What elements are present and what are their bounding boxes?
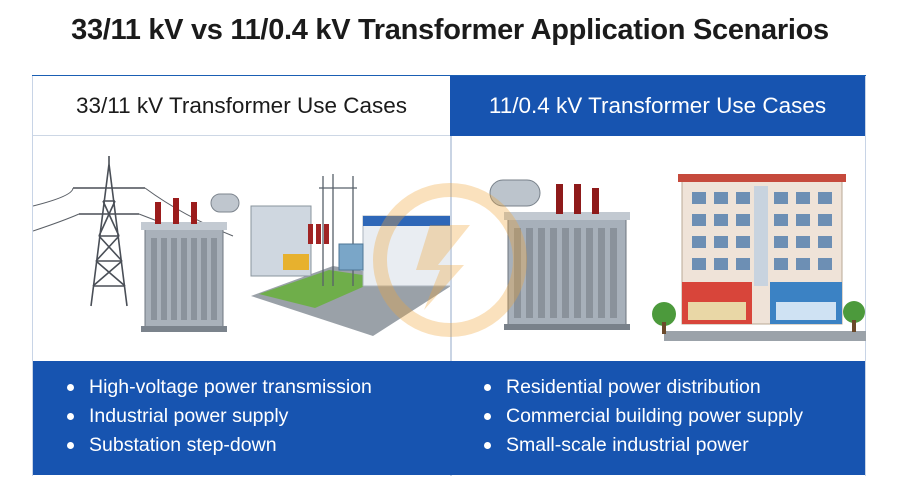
left-panel-heading: 33/11 kV Transformer Use Cases [33,76,450,136]
list-item: Substation step-down [67,431,450,460]
bullet-icon [484,413,491,420]
panel-separator [450,76,452,476]
right-panel-heading: 11/0.4 kV Transformer Use Cases [450,76,865,136]
apartment-building-icon [652,174,866,341]
list-item: High-voltage power transmission [67,373,450,402]
left-panel-33-11kv: 33/11 kV Transformer Use Cases [32,76,452,476]
bullet-icon [67,442,74,449]
left-use-case-list: High-voltage power transmission Industri… [33,361,450,475]
left-panel-illustration [32,136,452,361]
right-panel-11-0-4kv: 11/0.4 kV Transformer Use Cases [450,76,866,476]
bullet-icon [484,442,491,449]
right-use-case-list: Residential power distribution Commercia… [450,361,865,475]
list-item: Small-scale industrial power [484,431,865,460]
bullet-icon [484,384,491,391]
substation-icon [250,174,452,336]
shop-sign-right: CAWK [791,344,825,356]
bullet-icon [67,413,74,420]
oil-transformer-icon [489,179,630,330]
oil-transformer-icon [141,193,240,332]
shop-sign-left: BIFE [707,344,733,356]
list-item: Residential power distribution [484,373,865,402]
page-title: 33/11 kV vs 11/0.4 kV Transformer Applic… [71,14,829,46]
list-item: Commercial building power supply [484,402,865,431]
right-panel-illustration: BIFE CAWK [450,136,866,361]
bullet-icon [67,384,74,391]
list-item: Industrial power supply [67,402,450,431]
transmission-tower-icon [32,156,234,307]
